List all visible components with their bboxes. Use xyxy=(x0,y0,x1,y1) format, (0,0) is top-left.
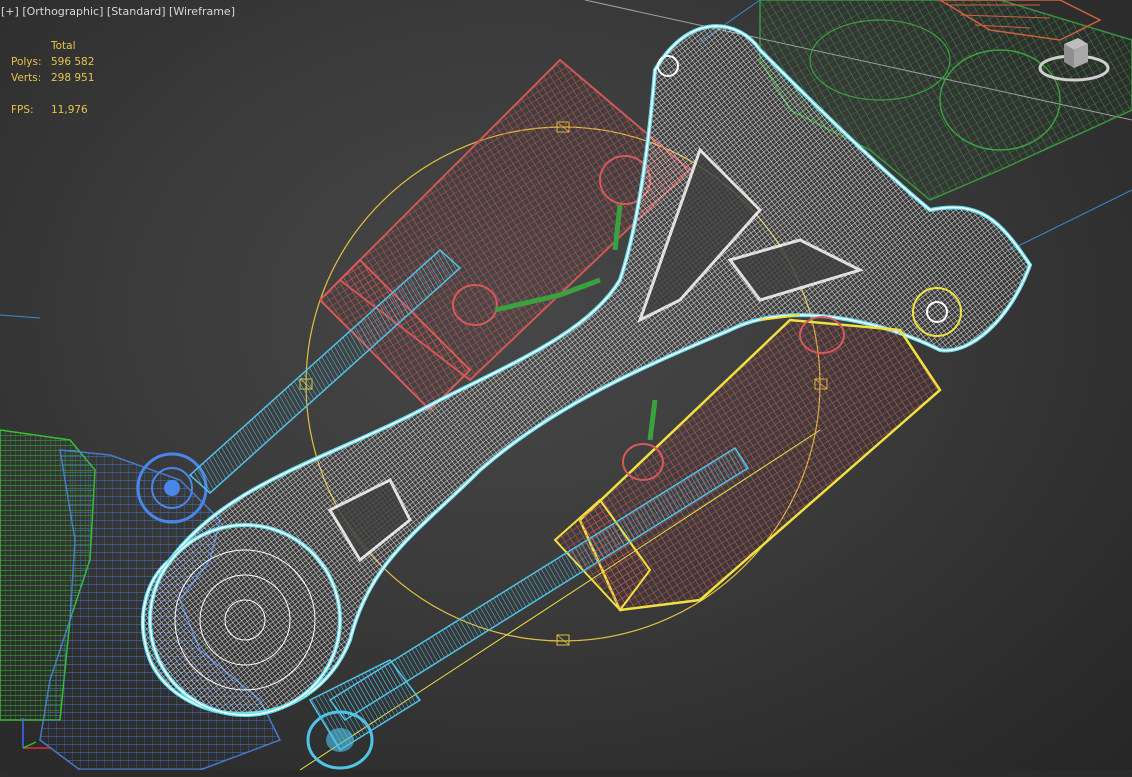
viewport-bottom-edge xyxy=(0,770,1132,777)
viewport-label: [+] [Orthographic] [Standard] [Wireframe… xyxy=(1,5,235,18)
axis-tripod-icon xyxy=(22,718,50,749)
main-link[interactable] xyxy=(141,24,1033,717)
viewport-menu-plus[interactable]: [+] xyxy=(1,5,19,18)
viewport-shading-mode[interactable]: [Wireframe] xyxy=(169,5,235,18)
statistics-overlay: Total Polys: 596 582 Verts: 298 951 FPS:… xyxy=(11,38,94,118)
rod-upper[interactable] xyxy=(188,248,462,495)
verts-label: Verts: xyxy=(11,72,42,84)
polys-value: 596 582 xyxy=(51,56,95,68)
viewport-point-of-view[interactable]: [Orthographic] xyxy=(22,5,104,18)
rod-lower[interactable] xyxy=(299,429,821,771)
fps-label: FPS: xyxy=(11,104,34,116)
stats-header: Total xyxy=(51,40,76,52)
viewcube-icon[interactable] xyxy=(1036,34,1112,88)
actuator-upper[interactable] xyxy=(318,58,692,412)
viewport-shading-standard[interactable]: [Standard] xyxy=(106,5,166,18)
fps-value: 11,976 xyxy=(51,104,88,116)
polys-label: Polys: xyxy=(11,56,42,68)
verts-value: 298 951 xyxy=(51,72,95,84)
